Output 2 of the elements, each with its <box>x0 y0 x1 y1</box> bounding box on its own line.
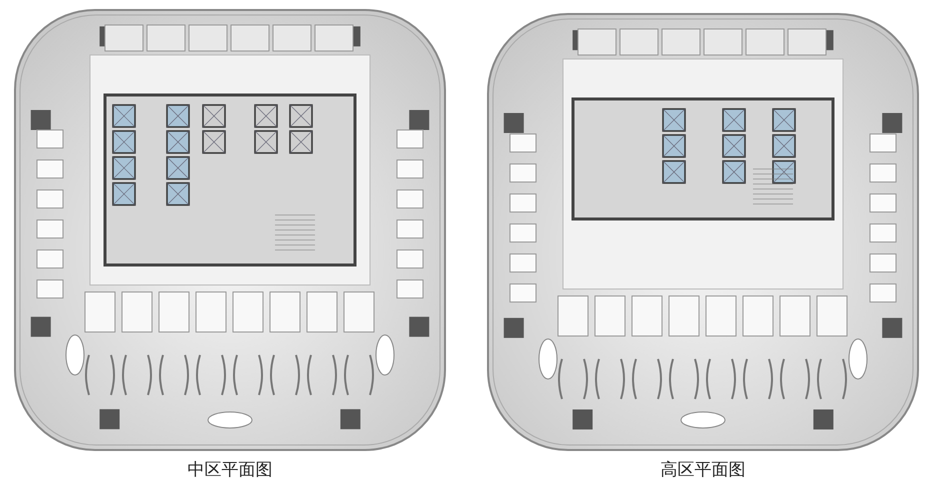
plan-caption: 中区平面图 <box>188 459 272 481</box>
plan-caption: 高区平面图 <box>660 459 746 481</box>
